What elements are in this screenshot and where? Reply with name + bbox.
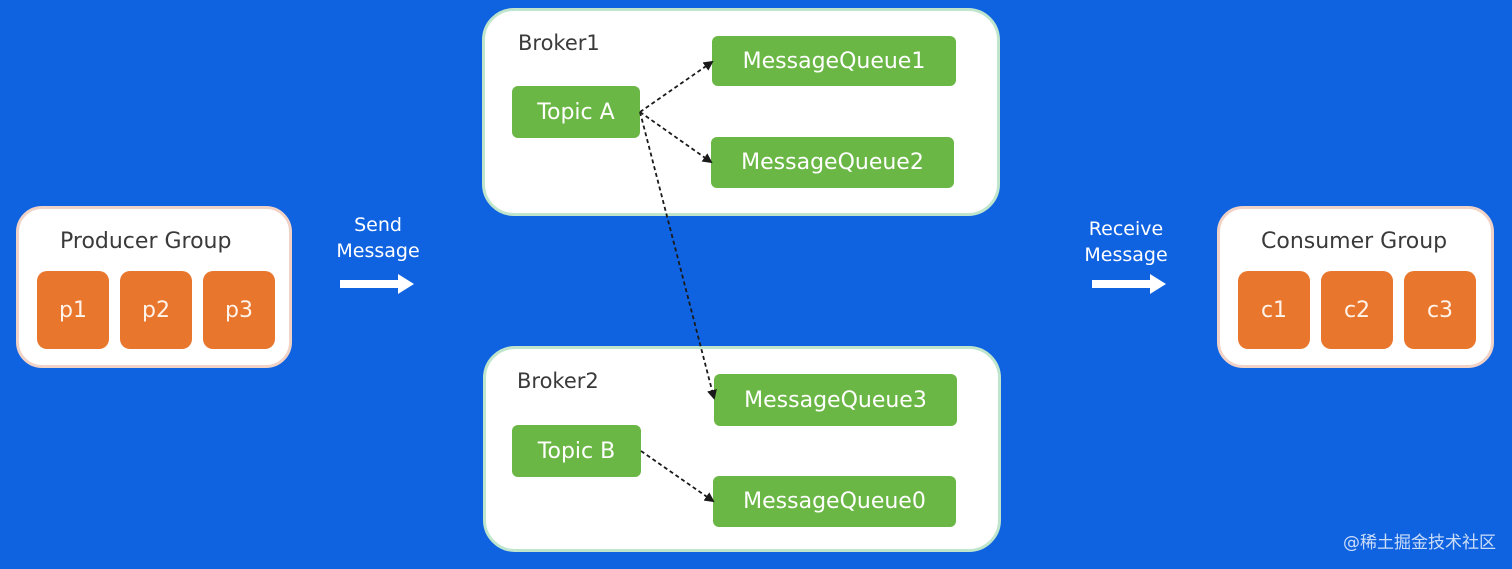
- message-queue-2: MessageQueue2: [711, 137, 954, 188]
- send-label-line2: Message: [336, 240, 420, 262]
- consumer-c1: c1: [1238, 271, 1310, 349]
- receive-message-label: Receive Message: [1076, 216, 1176, 268]
- link-topic-a-queue-2: [639, 111, 713, 164]
- producer-p2: p2: [120, 271, 192, 349]
- message-queue-1: MessageQueue1: [712, 36, 956, 86]
- send-message-label: Send Message: [330, 212, 426, 264]
- topic-b: Topic B: [512, 425, 641, 477]
- receive-label-line1: Receive: [1088, 218, 1164, 240]
- consumer-c3: c3: [1404, 271, 1476, 349]
- link-topic-b-queue-0: [640, 450, 715, 503]
- link-topic-a-queue-1: [639, 60, 714, 113]
- send-label-line1: Send: [354, 214, 402, 236]
- consumer-group-title: Consumer Group: [1261, 229, 1448, 254]
- watermark: @稀土掘金技术社区: [1343, 533, 1496, 553]
- send-arrow-icon: [340, 274, 414, 294]
- link-topic-a-queue-3: [639, 111, 717, 400]
- message-queue-3: MessageQueue3: [714, 374, 957, 426]
- producer-p3: p3: [203, 271, 275, 349]
- message-queue-0: MessageQueue0: [713, 476, 956, 527]
- topic-a: Topic A: [512, 86, 640, 138]
- producer-group: Producer Group p1 p2 p3: [16, 206, 292, 368]
- producer-group-title: Producer Group: [60, 229, 232, 254]
- consumer-c2: c2: [1321, 271, 1393, 349]
- receive-arrow-icon: [1092, 274, 1166, 294]
- consumer-group: Consumer Group c1 c2 c3: [1217, 206, 1494, 368]
- broker1-title: Broker1: [518, 31, 600, 55]
- broker2-title: Broker2: [517, 369, 599, 393]
- producer-p1: p1: [37, 271, 109, 349]
- receive-label-line2: Message: [1084, 244, 1168, 266]
